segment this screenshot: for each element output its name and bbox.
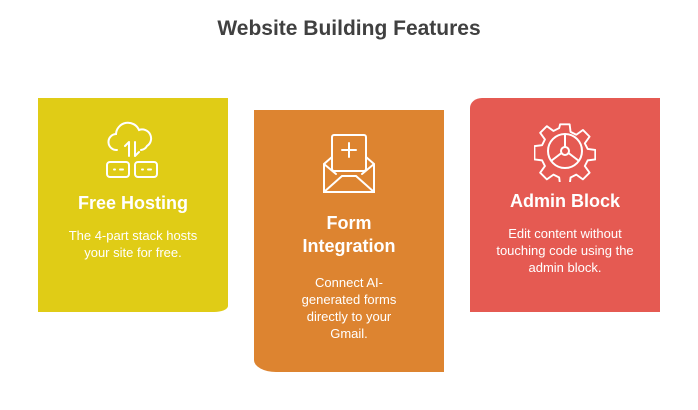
card-free-hosting: Free Hosting The 4-part stack hosts your… (38, 98, 228, 312)
gear-icon (534, 123, 596, 182)
cloud-server-icon (106, 121, 158, 178)
card-description: The 4-part stack hosts your site for fre… (68, 228, 198, 260)
card-title: Admin Block (509, 191, 620, 211)
card-admin-block: Admin Block Edit content without touchin… (470, 98, 660, 312)
page-title: Website Building Features (217, 17, 481, 40)
card-form-integration: Form Integration Connect AI-generated fo… (254, 110, 444, 372)
card-title: Free Hosting (77, 193, 188, 213)
card-description: Edit content without touching code using… (496, 226, 634, 275)
card-title: Form Integration (302, 213, 396, 256)
card-description: Connect AI-generated forms directly to y… (301, 275, 397, 341)
mail-plus-icon (323, 134, 375, 193)
